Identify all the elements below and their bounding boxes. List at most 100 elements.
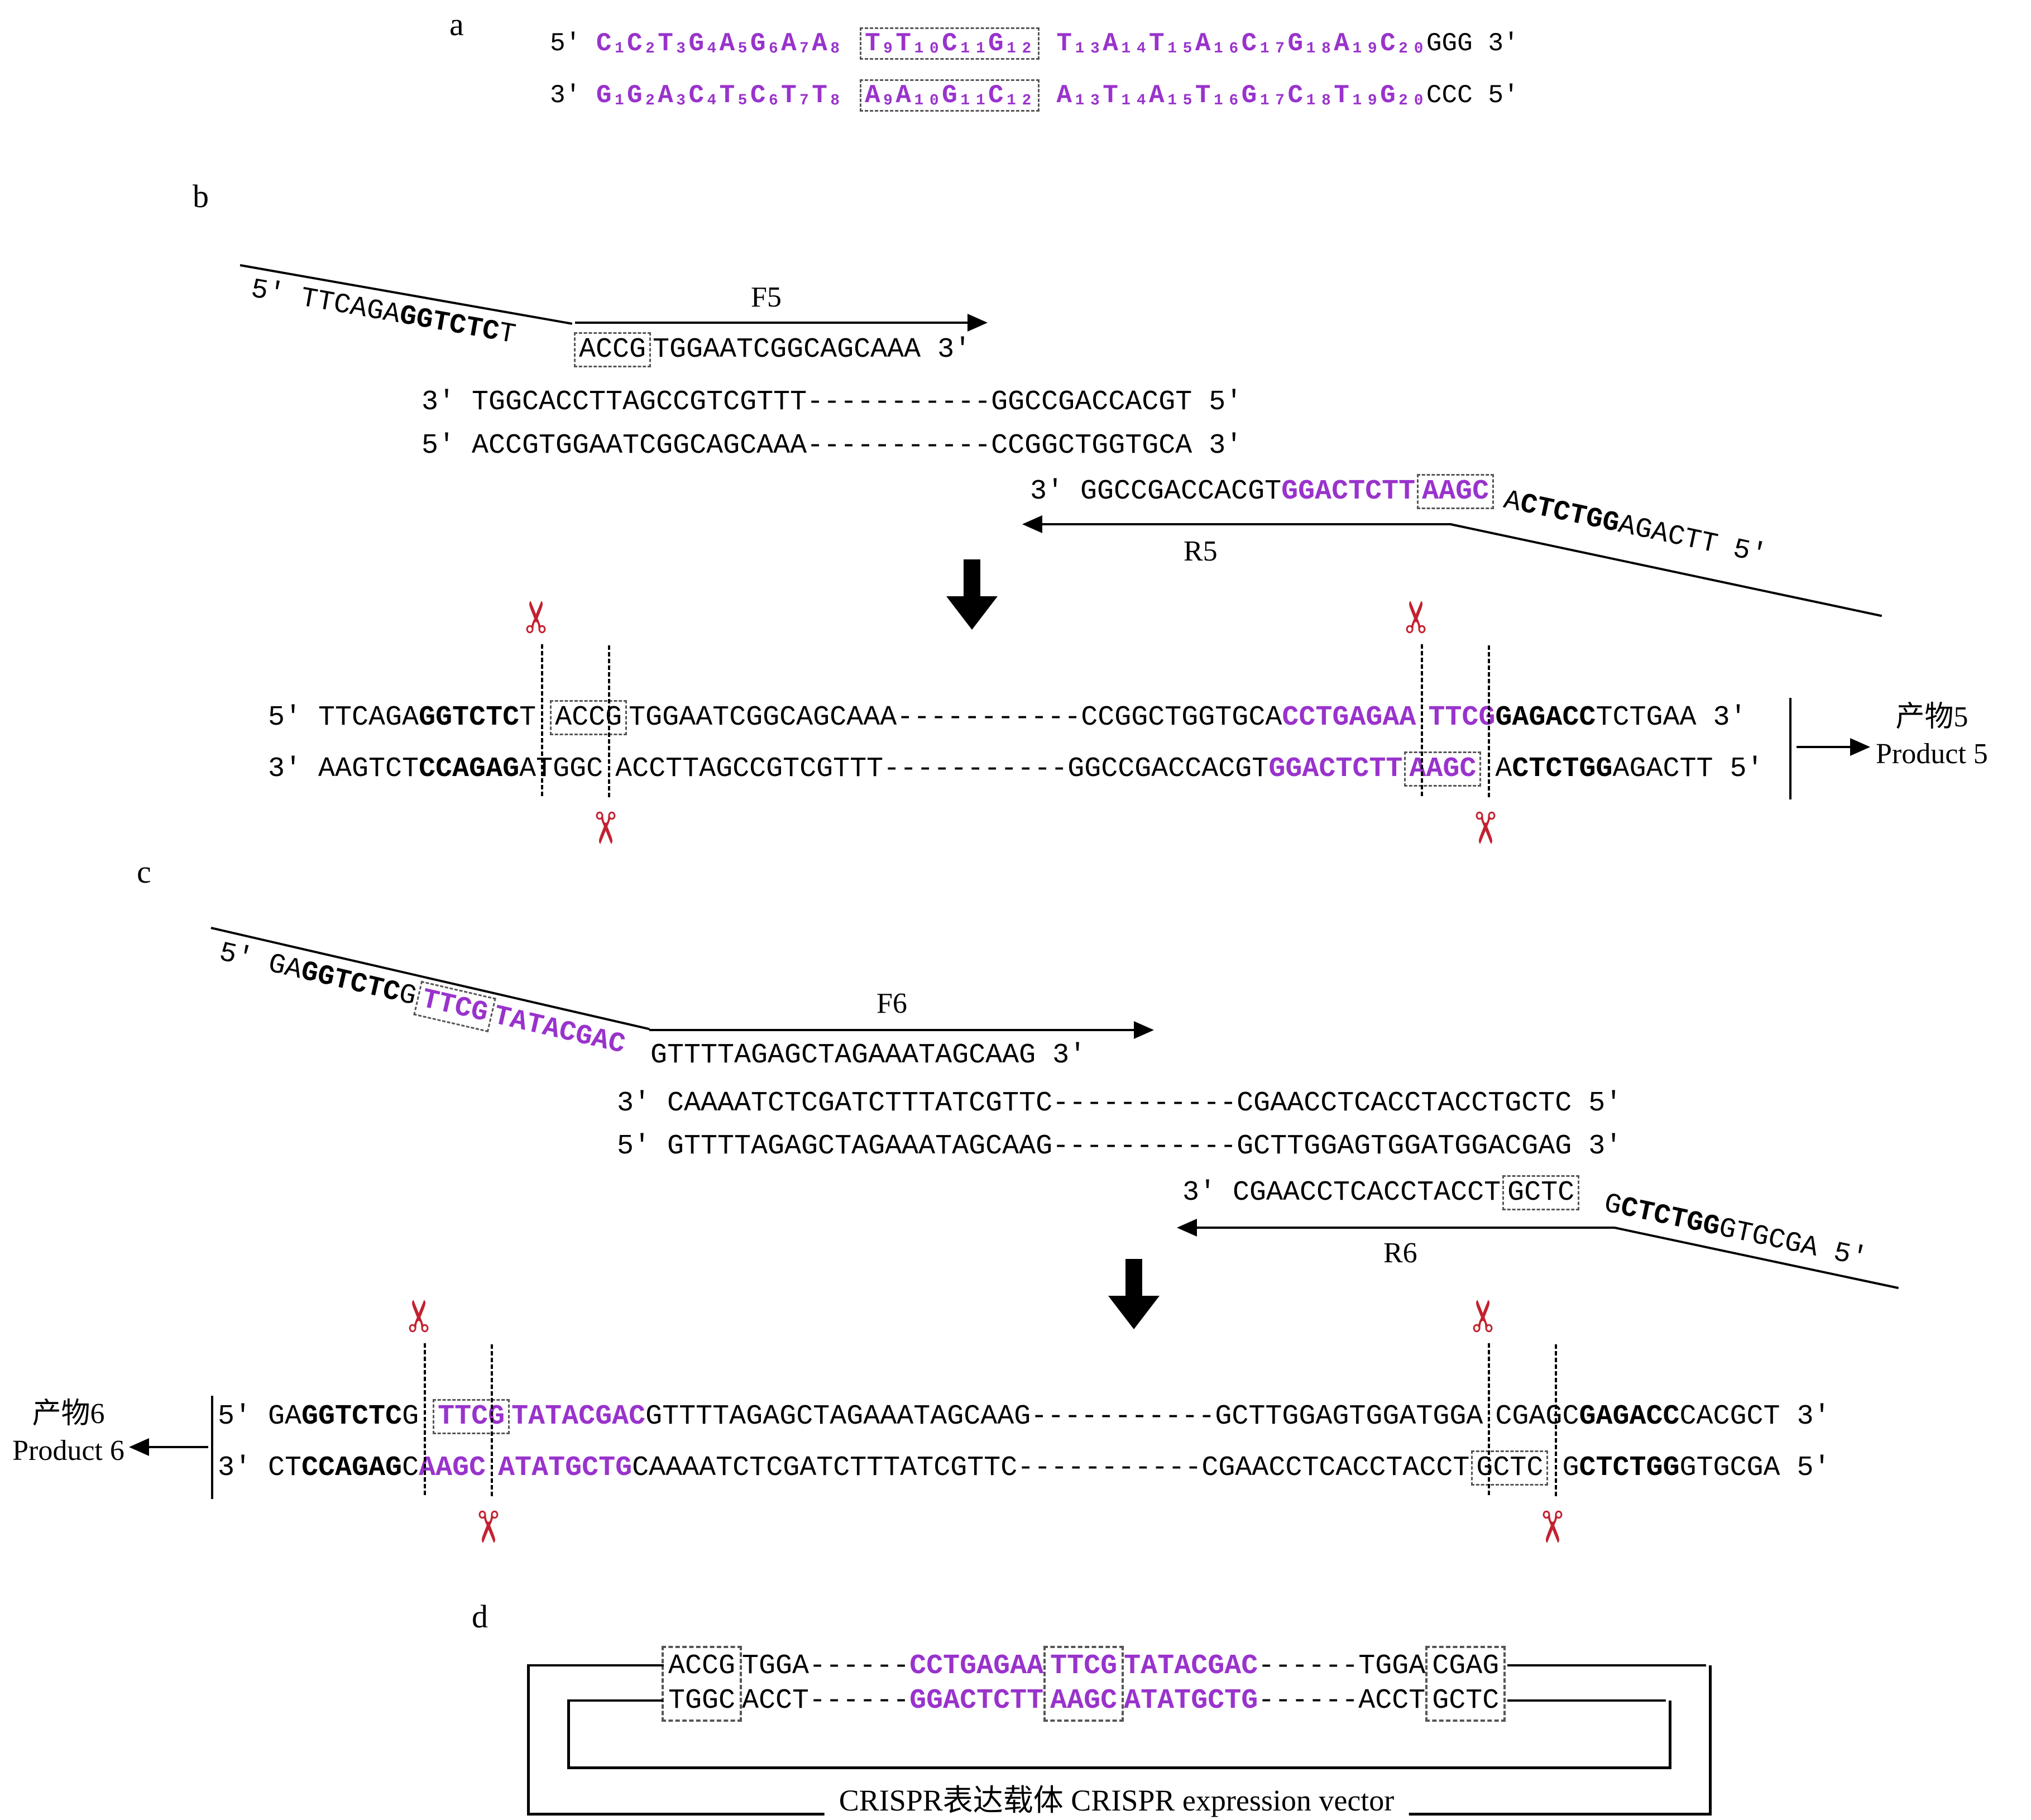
pam-proximal-box: A₉A₁₀G₁₁C₁₂ bbox=[860, 79, 1040, 112]
f6-primer-arrow bbox=[649, 1021, 1154, 1039]
cut-site-right-bottom: ✂ bbox=[1526, 1344, 1577, 1545]
arrow-shaft bbox=[964, 559, 980, 596]
seq: GTTTTAGAGCTAGAAATAGCAAG bbox=[645, 1401, 1031, 1433]
seq: G₁G₂A₃C₄T₅C₆T₇T₈ bbox=[596, 81, 843, 110]
end-label: 5' bbox=[550, 29, 581, 58]
linker-seq: ATATGCTG bbox=[1124, 1685, 1258, 1717]
seq: GTTTTAGAGCTAGAAATAGCAAG bbox=[650, 1040, 1036, 1071]
linker-seq: CCTGAGAA bbox=[1282, 702, 1416, 734]
template-c-bottom-strand: 5' GTTTTAGAGCTAGAAATAGCAAG-----------GCT… bbox=[617, 1131, 1622, 1162]
seq: CGAG bbox=[1432, 1650, 1500, 1682]
seq: 5' TTCAGA bbox=[248, 274, 403, 332]
arrowhead-left bbox=[1022, 515, 1042, 533]
r6-tail-sequence: GCTCTGGGTGCGA 5' bbox=[1601, 1188, 1870, 1275]
aagc-overhang: AAGC bbox=[419, 1452, 486, 1484]
template-c-top-strand: 3' CAAAATCTCGATCTTTATCGTTC-----------CGA… bbox=[617, 1088, 1622, 1119]
bsai-site: GAGACC bbox=[1495, 702, 1596, 734]
cut-line bbox=[491, 1344, 494, 1496]
bsai-site: CTCTGG bbox=[1617, 1191, 1723, 1244]
vector-inner-backbone bbox=[567, 1701, 1671, 1769]
target-site-bottom-strand: 3' G₁G₂A₃C₄T₅C₆T₇T₈ A₉A₁₀G₁₁C₁₂ A₁₃T₁₄A₁… bbox=[550, 79, 1519, 112]
bsai-site: CTCTGG bbox=[1579, 1452, 1680, 1484]
scissors-icon: ✂ bbox=[1459, 1297, 1510, 1334]
seq: CCGGCTGGTGCA bbox=[1081, 702, 1282, 734]
panel-a-label: a bbox=[449, 6, 464, 42]
product5-label-cn: 产物5 bbox=[1895, 701, 1968, 733]
product5-bracket bbox=[1789, 698, 1792, 799]
cut-site-left-bottom: ✂ bbox=[579, 645, 630, 846]
gap-dashes-pair: ------------ bbox=[809, 1649, 909, 1718]
gap-dashes: ----------- bbox=[897, 702, 1081, 734]
linker-seq: GGACTCTT bbox=[909, 1685, 1044, 1717]
ttcg-overhang-box: TTCG bbox=[433, 1399, 510, 1434]
linker-seq: TATACGAC bbox=[1124, 1650, 1258, 1682]
scissors-icon: ✂ bbox=[579, 810, 630, 846]
cut-line bbox=[1488, 645, 1491, 797]
accg-overhang-box: ACCG bbox=[574, 332, 652, 367]
arrow-head bbox=[1108, 1296, 1160, 1329]
seq: A₁₃T₁₄A₁₅T₁₆G₁₇C₁₈T₁₉G₂₀ bbox=[1056, 81, 1426, 110]
backbone-connector bbox=[1507, 1664, 1706, 1666]
template-b-top-strand: 3' TGGCACCTTAGCCGTCGTTT-----------GGCCGA… bbox=[421, 386, 1243, 418]
seq: TGGA bbox=[1358, 1650, 1426, 1682]
f6-label: F6 bbox=[876, 988, 907, 1019]
scissors-icon: ✂ bbox=[1459, 810, 1510, 846]
end-label: 3' bbox=[1780, 1401, 1831, 1433]
accg-overhang-box: ACCG bbox=[550, 700, 627, 735]
r5-tail-sequence: ACTCTGGAGACTT 5' bbox=[1501, 485, 1769, 572]
aagc-overhang-box: AAGC bbox=[1404, 751, 1482, 787]
r5-primer-arrow bbox=[1022, 515, 1452, 533]
r6-label: R6 bbox=[1383, 1237, 1417, 1269]
seq: 5' GA bbox=[216, 937, 305, 987]
end-label: 3' bbox=[1488, 29, 1519, 58]
arrowhead-left bbox=[129, 1438, 149, 1456]
seq: AAGC bbox=[1050, 1685, 1118, 1717]
arrowhead-right bbox=[1850, 738, 1870, 756]
seq: T₁₃A₁₄T₁₅A₁₆C₁₇G₁₈A₁₉C₂₀ bbox=[1056, 29, 1426, 58]
panel-c-label: c bbox=[137, 854, 151, 890]
cut-site-left-top: ✂ bbox=[395, 1297, 446, 1495]
seq: CAAAATCTCGATCTTTATCGTTC bbox=[632, 1452, 1018, 1484]
ttcg-overhang: TTCG bbox=[1428, 702, 1496, 734]
template-b-bottom-strand: 5' ACCGTGGAATCGGCAGCAAA-----------CCGGCT… bbox=[421, 430, 1243, 462]
cut-line bbox=[424, 1343, 427, 1495]
end-label: 3' bbox=[921, 334, 971, 366]
cut-line bbox=[608, 645, 611, 797]
gap-dashes: ------ bbox=[1258, 1650, 1359, 1682]
seq: TGGC bbox=[668, 1685, 736, 1717]
gap-dashes: ----------- bbox=[1017, 1452, 1202, 1484]
seq: 3' GGCCGACCACGT bbox=[1030, 476, 1282, 507]
end-label: 3' bbox=[1696, 702, 1747, 734]
seq: 3' AAGTCT bbox=[268, 753, 419, 785]
cut-site-right-bottom: ✂ bbox=[1459, 645, 1510, 846]
seq: 3' CGAACCTCACCTACCT bbox=[1182, 1177, 1501, 1209]
linker-seq: GGACTCTT bbox=[1268, 753, 1403, 785]
end-label: 5' bbox=[1780, 1452, 1831, 1484]
scissors-icon: ✂ bbox=[462, 1508, 512, 1545]
scissors-icon: ✂ bbox=[512, 598, 563, 635]
product6-label-cn: 产物6 bbox=[32, 1398, 105, 1430]
ttcg-overhang-box: TTCG bbox=[413, 980, 496, 1033]
end-label: 5' bbox=[1488, 81, 1519, 110]
f5-tail-sequence: 5' TTCAGAGGTCTCT bbox=[248, 274, 518, 352]
panel-d-label: d bbox=[472, 1598, 488, 1635]
product6-arrow bbox=[129, 1438, 208, 1456]
seq: ACCT bbox=[742, 1685, 809, 1717]
pam-seq: CCC bbox=[1426, 81, 1473, 110]
product6-bottom-strand: 3' CTCCAGAGCAAGC✂ATATGCTGCAAAATCTCGATCTT… bbox=[218, 1344, 1831, 1545]
cut-site-left-bottom: ✂ bbox=[462, 1344, 512, 1545]
gctc-overhang-box: GCTC bbox=[1502, 1175, 1580, 1210]
backbone-connector bbox=[1507, 1699, 1666, 1702]
seq: CACGCT bbox=[1679, 1401, 1780, 1433]
linker-seq: TATACGAC bbox=[511, 1401, 646, 1433]
arrowhead-left bbox=[1177, 1219, 1197, 1237]
